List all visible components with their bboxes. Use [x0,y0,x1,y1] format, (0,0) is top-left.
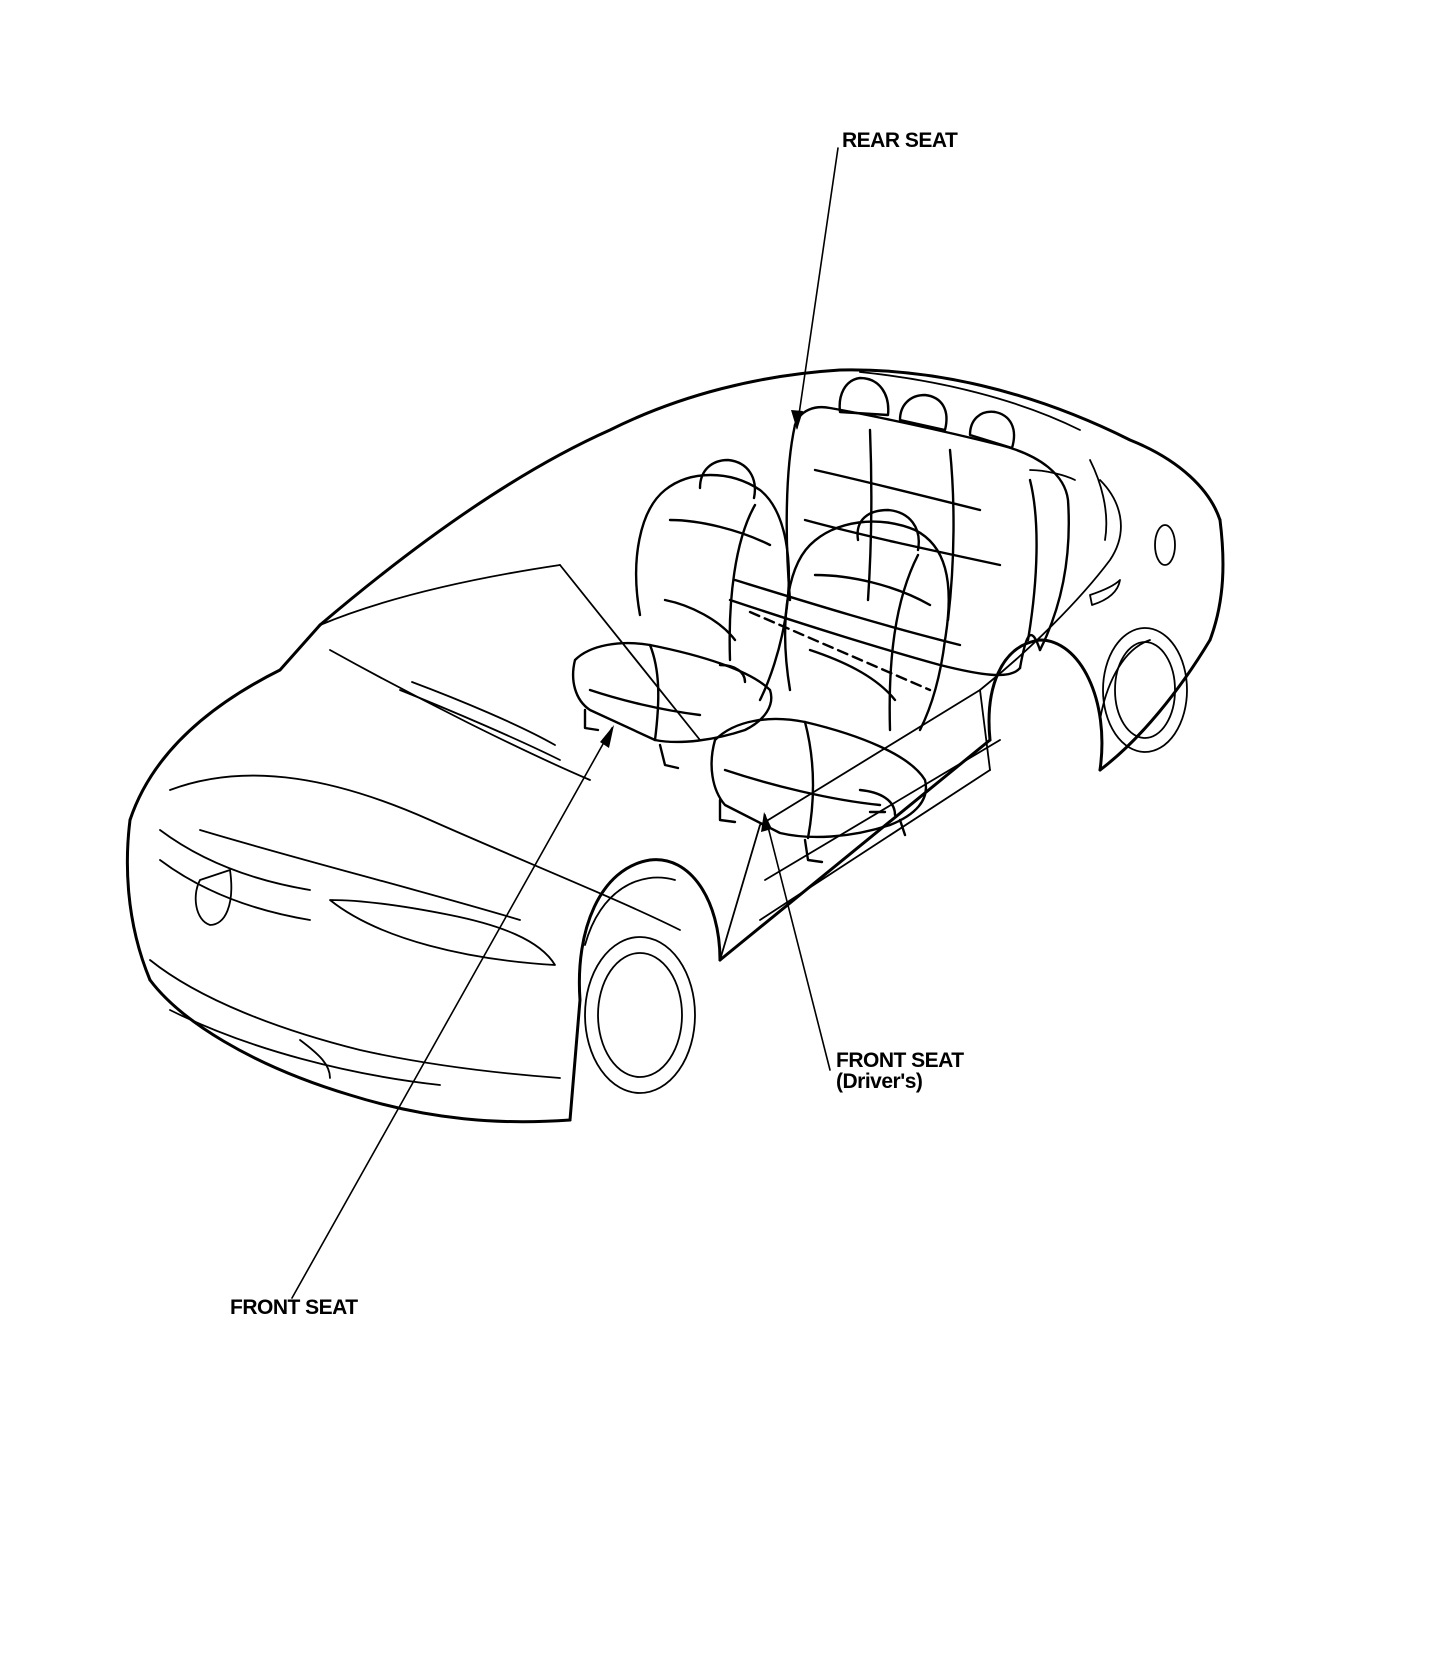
label-front-seat-drivers: FRONT SEAT (Driver's) [836,1050,964,1092]
label-front-seat: FRONT SEAT [230,1297,358,1318]
car-body-details [149,371,1188,1094]
arrowhead-front-seat [600,725,614,748]
label-front-seat-drivers-line2: (Driver's) [836,1070,923,1093]
rear-seat [728,376,1070,692]
leader-front-seat-drivers [764,814,831,1071]
callout-leaders [291,147,839,1299]
label-front-seat-text: FRONT SEAT [230,1296,358,1319]
label-rear-seat: REAR SEAT [842,129,958,152]
label-front-seat-drivers-line1: FRONT SEAT [836,1049,964,1072]
leader-rear-seat [796,147,839,429]
leader-front-seat [291,727,613,1299]
front-seat-drivers [710,508,950,864]
front-seat-passenger [571,458,791,770]
callout-arrowheads [600,410,803,832]
car-body [125,368,1225,1124]
arrowhead-rear-seat [791,410,803,430]
arrowhead-front-seat-drivers [761,812,772,832]
label-rear-seat-text: REAR SEAT [842,129,958,152]
